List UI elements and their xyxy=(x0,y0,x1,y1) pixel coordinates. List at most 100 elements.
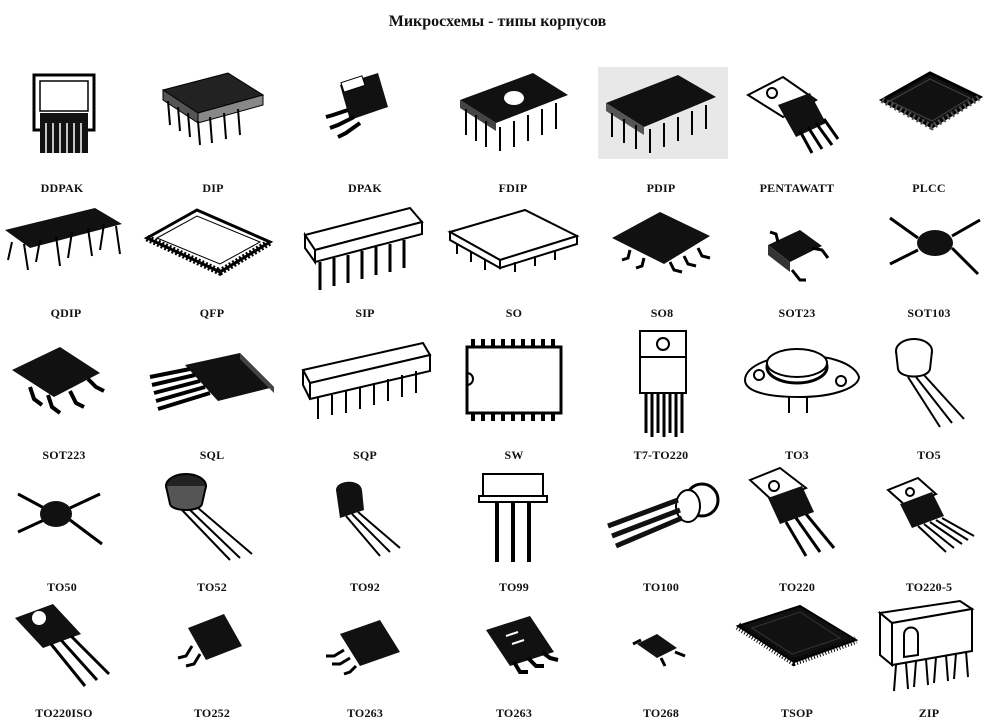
package-label-to220iso: TO220ISO xyxy=(35,706,93,720)
to5-package-icon xyxy=(895,338,965,428)
pentawatt-package-icon xyxy=(745,75,840,154)
package-cell xyxy=(738,65,868,165)
package-label-to50: TO50 xyxy=(47,580,77,594)
package-cell xyxy=(0,200,130,300)
package-label-to99: TO99 xyxy=(499,580,529,594)
package-label-sot103: SOT103 xyxy=(907,306,951,320)
to92-package-icon xyxy=(336,481,401,557)
package-cell xyxy=(0,335,130,435)
sip-package-icon xyxy=(303,206,424,290)
package-label-sot23: SOT23 xyxy=(778,306,816,320)
page-title: Микросхемы - типы корпусов xyxy=(388,13,607,30)
package-label-sqp: SQP xyxy=(353,448,377,462)
to263-package-icon xyxy=(486,616,559,674)
ddpak-package-icon xyxy=(32,73,96,153)
package-label-to220: TO220 xyxy=(778,580,816,594)
package-label-to252: TO252 xyxy=(193,706,231,720)
qfp-package-icon xyxy=(143,208,274,276)
to99-package-icon xyxy=(478,473,548,562)
package-cell xyxy=(870,65,995,165)
package-cell xyxy=(600,200,730,300)
to52-package-icon xyxy=(165,473,253,561)
to220-5-package-icon xyxy=(886,476,975,553)
package-label-to52: TO52 xyxy=(197,580,227,594)
so8-package-icon xyxy=(612,212,711,274)
package-cell xyxy=(870,335,995,435)
package-cell xyxy=(150,600,280,700)
package-cell xyxy=(142,200,274,300)
package-cell xyxy=(300,600,430,700)
sql-package-icon xyxy=(149,353,274,411)
package-label-plcc: PLCC xyxy=(912,181,946,195)
package-label-to268: TO268 xyxy=(642,706,680,720)
package-cell xyxy=(140,470,270,570)
package-label-so8: SO8 xyxy=(650,306,674,320)
package-label-ddpak: DDPAK xyxy=(40,181,84,195)
to220iso-package-icon xyxy=(15,604,111,687)
package-label-to100: TO100 xyxy=(642,580,680,594)
package-label-so: SO xyxy=(505,306,523,320)
package-label-dip: DIP xyxy=(202,181,224,195)
package-cell xyxy=(730,600,860,700)
to268-package-icon xyxy=(632,634,686,667)
sot103-package-icon xyxy=(889,216,981,276)
sqp-package-icon xyxy=(301,341,432,419)
to100-package-icon xyxy=(607,482,720,549)
package-cell xyxy=(298,335,432,435)
package-cell xyxy=(300,200,430,300)
to252-package-icon xyxy=(177,614,242,668)
package-cell xyxy=(148,65,278,165)
qdip-package-icon xyxy=(5,208,122,271)
package-cell xyxy=(0,470,130,570)
package-cell xyxy=(455,335,585,435)
t7-to220-package-icon xyxy=(639,330,687,437)
package-label-dpak: DPAK xyxy=(348,181,382,195)
package-cell xyxy=(870,470,995,570)
package-cell xyxy=(0,65,130,165)
package-label-to263: TO263 xyxy=(495,706,533,720)
package-label-tsop: TSOP xyxy=(780,706,814,720)
package-cell xyxy=(5,600,135,700)
package-cell xyxy=(448,65,578,165)
package-label-to3: TO3 xyxy=(785,448,809,462)
package-label-to92: TO92 xyxy=(350,580,380,594)
package-cell xyxy=(735,335,865,435)
package-label-qdip: QDIP xyxy=(50,306,82,320)
package-cell xyxy=(455,470,585,570)
tsop-package-icon xyxy=(735,604,859,667)
package-cell xyxy=(450,600,580,700)
so-package-icon xyxy=(447,208,580,272)
to220-package-icon xyxy=(748,466,836,557)
package-label-to5: TO5 xyxy=(917,448,941,462)
fdip-package-icon xyxy=(460,73,568,151)
package-cell xyxy=(598,470,728,570)
package-cell xyxy=(730,200,860,300)
package-cell xyxy=(140,335,274,435)
package-cell xyxy=(605,600,735,700)
sot223-package-icon xyxy=(12,347,105,415)
to3-package-icon xyxy=(743,348,861,413)
package-cell xyxy=(298,65,428,165)
package-cell xyxy=(445,200,580,300)
package-label-to263: TO263 xyxy=(346,706,384,720)
package-label-sw: SW xyxy=(504,448,524,462)
package-cell xyxy=(598,65,728,165)
package-label-fdip: FDIP xyxy=(498,181,528,195)
dip-package-icon xyxy=(161,72,265,146)
package-cell xyxy=(870,595,995,695)
to263-package-icon xyxy=(326,620,400,676)
package-label-sot223: SOT223 xyxy=(42,448,86,462)
package-label-t7-to220: T7-TO220 xyxy=(633,448,689,462)
to50-package-icon xyxy=(17,492,103,546)
package-label-sql: SQL xyxy=(199,448,225,462)
plcc-package-icon xyxy=(878,71,984,131)
package-label-pentawatt: PENTAWATT xyxy=(759,181,835,195)
package-label-pdip: PDIP xyxy=(646,181,676,195)
sw-package-icon xyxy=(465,339,563,421)
package-label-to220-5: TO220-5 xyxy=(905,580,953,594)
package-label-qfp: QFP xyxy=(199,306,225,320)
dpak-package-icon xyxy=(325,73,388,139)
package-label-zip: ZIP xyxy=(918,706,940,720)
package-cell xyxy=(868,200,995,300)
